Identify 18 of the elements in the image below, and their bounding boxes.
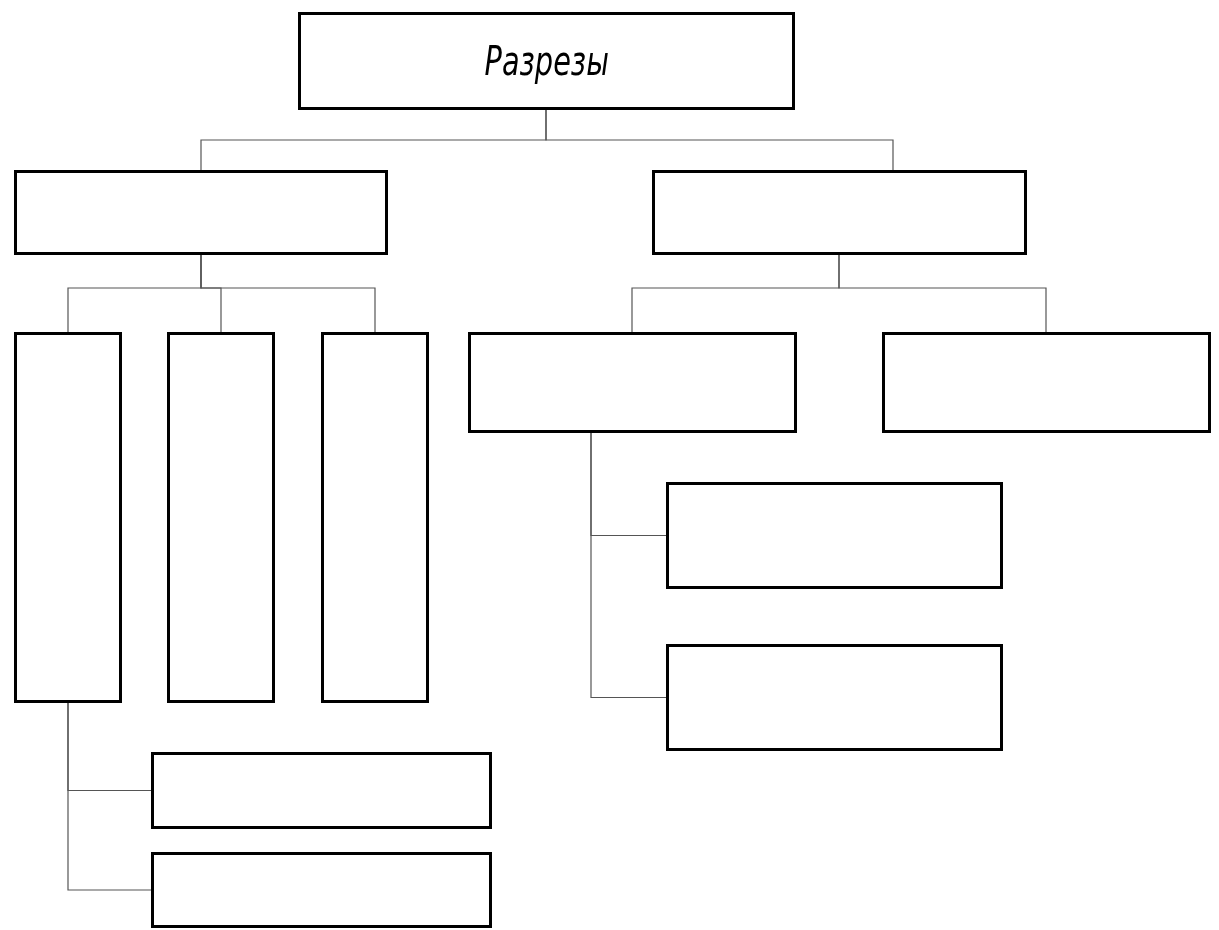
empty-box	[14, 170, 388, 255]
connector-line	[67, 702, 152, 891]
node-label: Разрезы	[484, 38, 609, 84]
empty-box	[652, 170, 1027, 255]
empty-box	[14, 332, 122, 703]
empty-box	[151, 852, 492, 928]
connector-line	[200, 254, 376, 333]
empty-box	[666, 644, 1003, 751]
empty-box	[167, 332, 275, 703]
title-box	[298, 12, 795, 110]
empty-box	[321, 332, 429, 703]
empty-box	[666, 482, 1003, 589]
empty-box	[151, 752, 492, 829]
empty-box	[468, 332, 797, 433]
connector-line	[838, 254, 1047, 333]
connector-line	[545, 109, 894, 171]
connector-line	[590, 432, 667, 699]
empty-box	[882, 332, 1211, 433]
